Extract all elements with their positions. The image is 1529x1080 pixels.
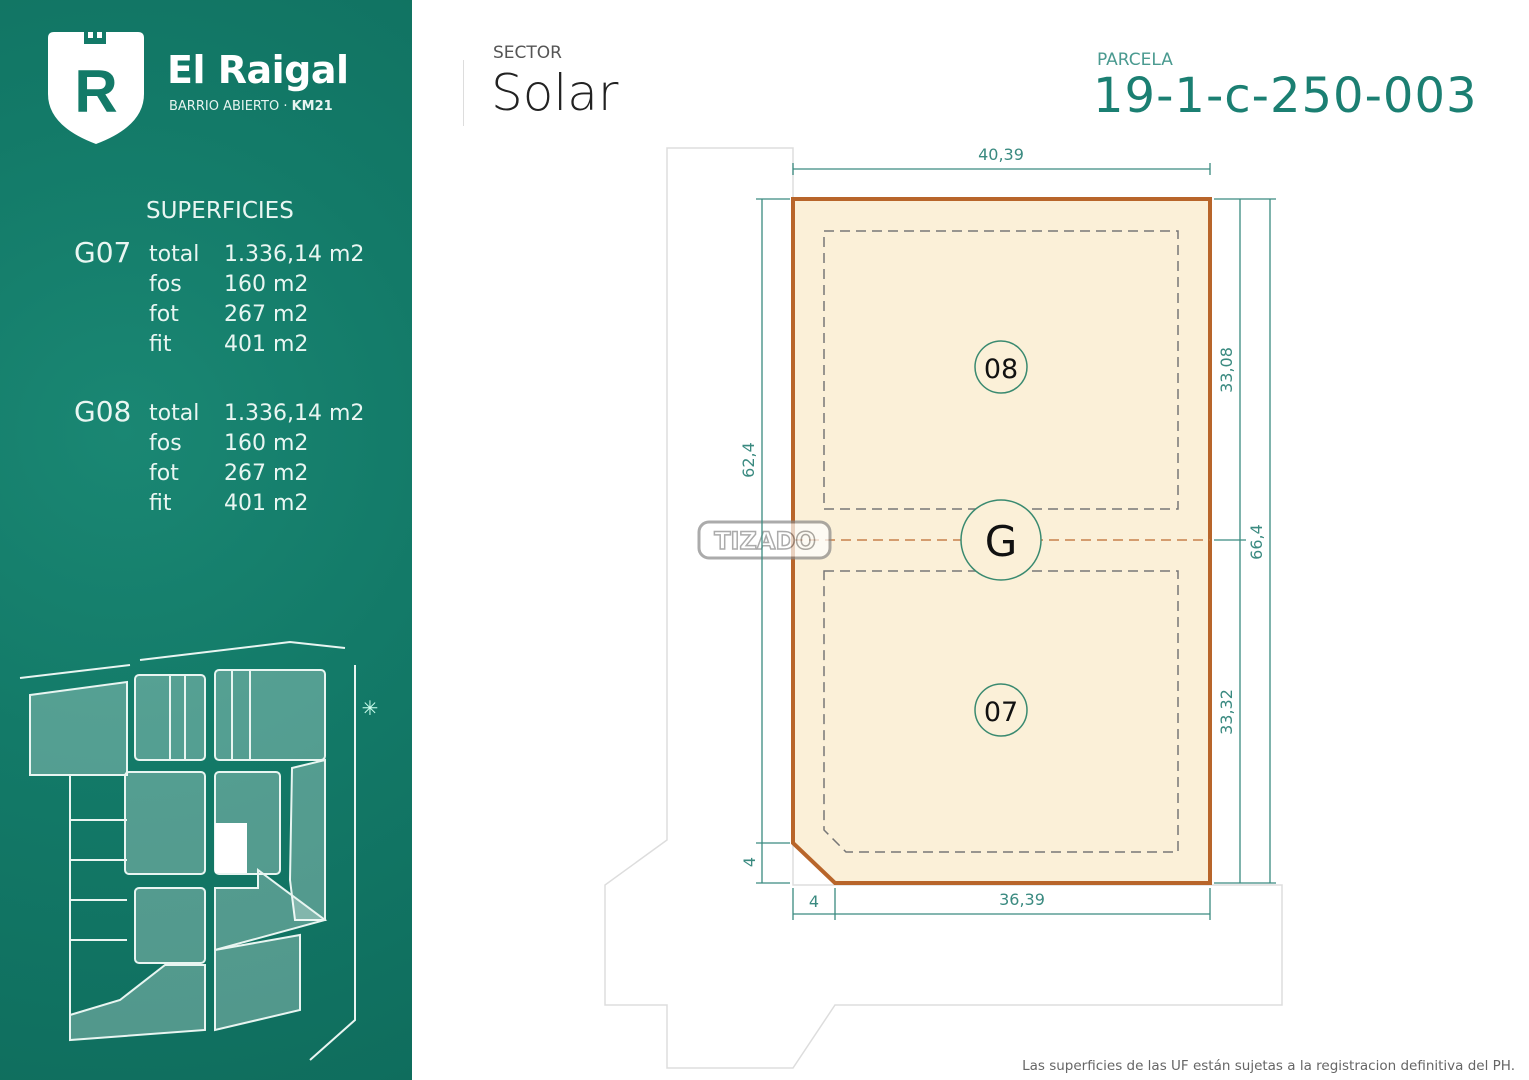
logo-shield-icon: R	[48, 32, 144, 144]
unit-08-marker	[974, 340, 1028, 394]
unit-07-label: 07	[984, 697, 1018, 728]
sector-name: Solar	[491, 64, 619, 122]
header-divider	[463, 60, 464, 126]
parcela-value: 19-1-c-250-003	[1093, 68, 1478, 124]
brand-name: El Raigal	[167, 48, 349, 92]
dim-bottom: 36,39	[999, 890, 1045, 909]
dim-left: 62,4	[739, 442, 758, 478]
dim-right-lower: 33,32	[1217, 689, 1236, 735]
selected-lot	[215, 823, 247, 873]
unit-07-marker	[974, 683, 1028, 737]
neighborhood-minimap: ✳	[19, 640, 379, 1061]
watermark: TIZADO	[697, 520, 832, 560]
street-area	[604, 147, 1283, 1069]
superficies-title: SUPERFICIES	[146, 198, 294, 224]
svg-text:R: R	[74, 58, 117, 125]
dim-bottom-chamfer: 4	[809, 892, 819, 911]
parcela-label: PARCELA	[1097, 50, 1173, 70]
compass-icon: ✳	[362, 696, 379, 720]
dimension-lines	[756, 163, 1276, 920]
dim-top: 40,39	[978, 145, 1024, 164]
brand-tagline: BARRIO ABIERTO · KM21	[169, 99, 333, 114]
sidebar-panel: R El Raigal BARRIO ABIERTO · KM21 SUPERF…	[0, 0, 412, 1080]
footnote: Las superficies de las UF están sujetas …	[1022, 1057, 1515, 1074]
dim-left-chamfer: 4	[740, 857, 759, 867]
svg-text:TIZADO: TIZADO	[714, 527, 816, 555]
unit-07-buildable-area	[823, 570, 1179, 853]
sector-label: SECTOR	[493, 43, 562, 63]
block-label: G	[985, 517, 1018, 566]
unit-08-label: 08	[984, 354, 1018, 385]
dim-right-total: 66,4	[1247, 524, 1266, 560]
block-marker	[960, 499, 1042, 581]
dim-right-upper: 33,08	[1217, 347, 1236, 393]
